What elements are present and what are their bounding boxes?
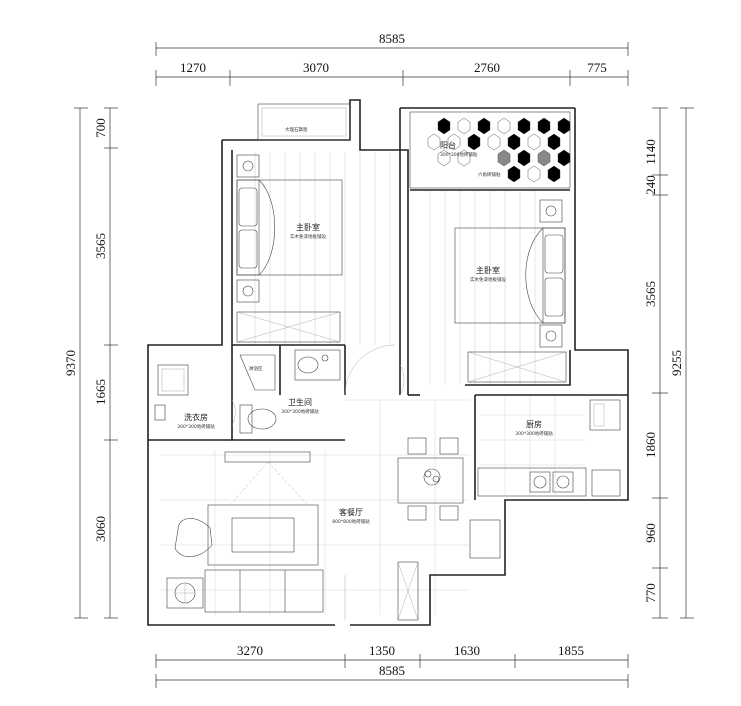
dim-right-6: 770 [643, 583, 658, 603]
kitchen-name: 厨房 [526, 419, 542, 429]
shoe-cabinet [397, 519, 501, 621]
dim-right-total: 9255 [669, 350, 684, 376]
dimension-lines [74, 42, 694, 688]
washer [154, 364, 189, 421]
tv-cabinet [224, 451, 311, 506]
dim-bottom-total: 8585 [379, 663, 405, 678]
wood-floor-left [254, 152, 391, 345]
dim-left-3: 1665 [93, 379, 108, 405]
laundry-name: 洗衣房 [184, 412, 208, 422]
dim-top-4: 775 [587, 60, 607, 75]
living-tile-grid [160, 399, 470, 615]
dim-top-3: 2760 [474, 60, 500, 75]
balcony-note: 300*300地砖铺贴 [440, 151, 478, 158]
dim-right-5: 960 [643, 523, 658, 543]
kitchen-note: 300*300地砖铺贴 [515, 430, 553, 437]
living-dining-name: 客餐厅 [339, 507, 363, 517]
walls [147, 99, 629, 626]
dim-bottom-1: 3270 [237, 643, 263, 658]
wood-floor-right [429, 190, 536, 385]
living-furniture [166, 504, 324, 613]
dim-right-3: 3565 [643, 281, 658, 307]
bathroom-name: 卫生间 [288, 397, 312, 407]
bathroom-note: 300*300地砖铺贴 [281, 408, 319, 415]
dim-bottom-3: 1630 [454, 643, 480, 658]
bed-left [236, 154, 343, 303]
dim-right-4: 1860 [643, 432, 658, 458]
dim-top-total: 8585 [379, 31, 405, 46]
master-bedroom-left-name: 主卧室 [296, 222, 320, 232]
doors [231, 344, 405, 620]
dim-right-2: 240 [643, 175, 658, 195]
window-balcony-outline [257, 103, 571, 189]
laundry-note: 300*300地砖铺贴 [177, 423, 215, 430]
wardrobe-right [467, 351, 567, 383]
kitchen-tile-grid [480, 395, 585, 495]
dim-top-1: 1270 [180, 60, 206, 75]
dining-set [397, 437, 464, 521]
wardrobe-left [236, 311, 341, 343]
dim-right-1: 1140 [643, 139, 658, 165]
dim-left-2: 3565 [93, 233, 108, 259]
dim-bottom-2: 1350 [369, 643, 395, 658]
master-bedroom-right-name: 主卧室 [476, 265, 500, 275]
dim-left-total: 9370 [63, 350, 78, 376]
living-dining-note: 800*800地砖铺贴 [332, 518, 370, 525]
dim-left-4: 3060 [93, 516, 108, 542]
master-bedroom-right-note: 实木免漆地板铺设 [470, 276, 506, 283]
dim-top-2: 3070 [303, 60, 329, 75]
master-bedroom-left-note: 实木免漆地板铺设 [290, 233, 326, 240]
kitchen-counter [477, 399, 621, 497]
hex-tiles [427, 117, 571, 183]
window-note: 大理石飘窗 [285, 126, 308, 133]
shower-label: 淋浴区 [249, 365, 263, 372]
dim-bottom-4: 1855 [558, 643, 584, 658]
balcony-extra-note: 六角砖铺贴 [478, 171, 501, 178]
bed-right [454, 199, 566, 348]
dim-left-1: 700 [93, 118, 108, 138]
balcony-name: 阳台 [440, 140, 456, 150]
bathroom-fixtures [239, 349, 341, 434]
